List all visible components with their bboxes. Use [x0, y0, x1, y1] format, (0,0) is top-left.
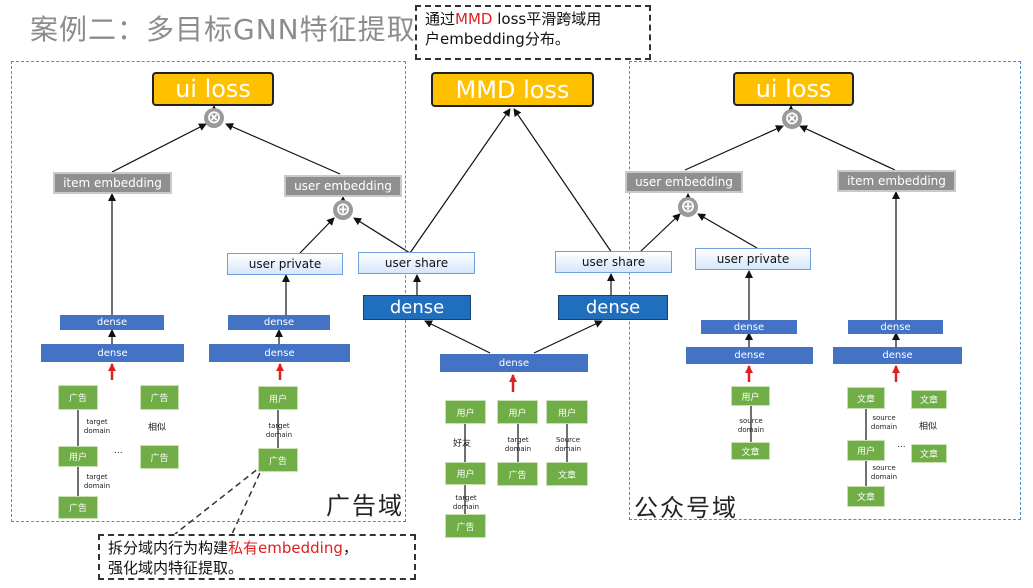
- user-private-right: user private: [695, 248, 811, 270]
- edge-label-target-domain: target domain: [83, 473, 111, 490]
- node-ad: 广告: [140, 445, 179, 469]
- edge-item-to-mult-left: [111, 123, 207, 173]
- edge-label-target-domain: target domain: [452, 494, 480, 511]
- mmd-callout: 通过MMD loss平滑跨域用 户embedding分布。: [415, 5, 651, 60]
- ad-domain-label: 广告域: [326, 492, 404, 520]
- node-user: 用户: [58, 446, 98, 467]
- ui-loss-right: ui loss: [733, 72, 854, 106]
- dense-right-item-bottom: dense: [833, 347, 962, 364]
- node-user: 用户: [497, 400, 538, 424]
- edge-dense-center-to-large-right: [533, 320, 603, 354]
- edge-share-right-to-mmd: [513, 108, 613, 254]
- edge-label-friend: 好友: [453, 439, 472, 449]
- user-share-right: user share: [555, 251, 672, 273]
- dense-large-left: dense: [363, 295, 471, 320]
- edge-share-left-to-mmd: [409, 108, 511, 254]
- page-title: 案例二：多目标GNN特征提取: [30, 13, 416, 46]
- edge-label-Source-domain: Source domain: [554, 436, 582, 453]
- node-ad: 广告: [258, 448, 298, 472]
- edge-label-source-domain: source domain: [870, 464, 898, 481]
- private-embedding-callout: 拆分域内行为构建私有embedding， 强化域内特征提取。: [98, 534, 416, 580]
- dense-left-item-bottom: dense: [41, 344, 184, 362]
- node-article: 文章: [847, 387, 885, 409]
- node-ad: 广告: [58, 385, 98, 410]
- edge-label-source-domain: source domain: [737, 417, 765, 434]
- ad-domain-region: [11, 61, 406, 522]
- edge-share-to-plus-left: [353, 217, 411, 254]
- multiply-icon-left: ⊗: [204, 108, 224, 128]
- edge-private-to-plus-left: [299, 217, 335, 254]
- node-ad: 广告: [140, 385, 179, 410]
- plus-icon-left: ⊕: [333, 200, 353, 220]
- edge-label-target-domain: target domain: [265, 422, 293, 439]
- edge-share-to-plus-right: [639, 213, 681, 253]
- item-embedding-left: item embedding: [53, 172, 172, 194]
- item-embedding-right: item embedding: [837, 170, 956, 192]
- node-user: 用户: [731, 386, 770, 406]
- user-embedding-left: user embedding: [284, 175, 402, 197]
- user-private-left: user private: [227, 253, 343, 275]
- edge-label-target-domain: target domain: [83, 418, 111, 435]
- dense-large-right: dense: [558, 295, 668, 320]
- node-user: 用户: [847, 440, 885, 461]
- node-article: 文章: [546, 462, 588, 486]
- node-user: 用户: [258, 386, 298, 410]
- dense-right-user-bottom: dense: [686, 347, 813, 364]
- official-domain-label: 公众号域: [634, 494, 738, 522]
- dense-left-item-top: dense: [60, 315, 164, 330]
- official-account-domain-region: [629, 61, 1021, 520]
- edge-item-to-mult-right: [799, 125, 896, 171]
- ellipsis-label: ...: [897, 440, 906, 450]
- dense-center: dense: [440, 354, 588, 372]
- node-ad: 广告: [58, 496, 98, 519]
- node-user: 用户: [445, 462, 486, 485]
- node-article: 文章: [731, 442, 770, 460]
- node-user: 用户: [445, 400, 486, 424]
- edge-label-similar: 相似: [148, 423, 167, 433]
- mmd-loss: MMD loss: [431, 72, 594, 107]
- multiply-icon-right: ⊗: [782, 109, 802, 129]
- node-user: 用户: [546, 400, 588, 424]
- user-share-left: user share: [358, 252, 475, 274]
- dense-left-user-top: dense: [228, 315, 330, 330]
- ellipsis-label: ...: [114, 446, 123, 456]
- edge-label-target-domain: target domain: [504, 436, 532, 453]
- edge-dense-center-to-large-left: [424, 320, 491, 354]
- dense-right-item-top: dense: [848, 320, 943, 334]
- node-article: 文章: [911, 390, 947, 409]
- edge-label-similar: 相似: [919, 422, 938, 432]
- node-ad: 广告: [445, 514, 486, 538]
- edge-private-to-plus-right: [697, 213, 758, 249]
- plus-icon-right: ⊕: [678, 197, 698, 217]
- edge-label-source-domain: source domain: [870, 414, 898, 431]
- dense-right-user-top: dense: [701, 320, 797, 334]
- edge-useremb-to-mult-right: [684, 125, 784, 171]
- node-article: 文章: [911, 444, 947, 463]
- edge-useremb-to-mult-left: [225, 123, 341, 175]
- user-embedding-right: user embedding: [625, 171, 743, 193]
- node-ad: 广告: [497, 462, 538, 486]
- node-article: 文章: [847, 486, 885, 507]
- dense-left-user-bottom: dense: [209, 344, 350, 362]
- ui-loss-left: ui loss: [152, 72, 274, 106]
